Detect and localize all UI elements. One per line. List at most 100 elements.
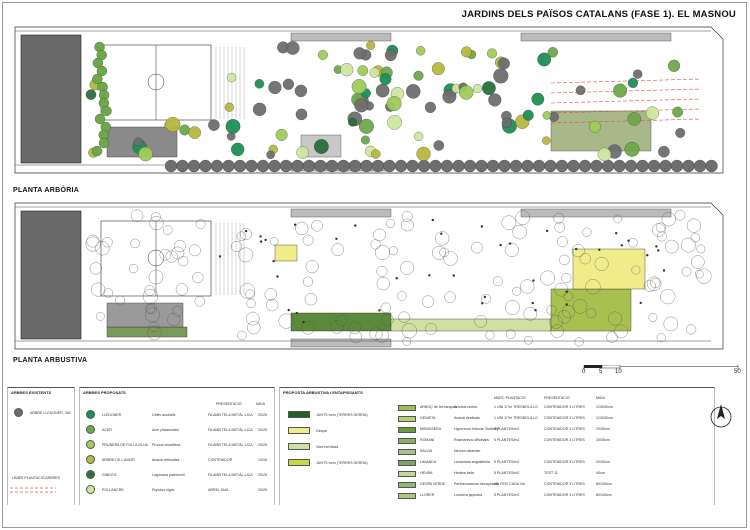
tree-canopy xyxy=(424,101,436,113)
tree-outline xyxy=(608,311,622,326)
path-band xyxy=(290,32,392,42)
tree-species-icon xyxy=(86,440,95,449)
shrub-spacing: 5 PLANTES/m2 xyxy=(494,438,520,442)
tree-outline xyxy=(130,238,140,249)
tree-canopy xyxy=(208,119,220,131)
existing-tree xyxy=(440,159,454,173)
tree-canopy xyxy=(295,108,308,121)
tree-outline xyxy=(432,245,447,260)
legend-zone-row: JUNTS form (TERRES GERRA) xyxy=(282,410,392,422)
tree-outline xyxy=(559,254,570,266)
tree-outline xyxy=(680,237,696,253)
site-boundary xyxy=(14,202,724,350)
legend-dashed-row: LÍNIES PLANTACIÓ ARBRES xyxy=(10,476,72,490)
tree-canopy xyxy=(413,70,424,81)
tree-outline xyxy=(381,313,394,327)
tree-canopy xyxy=(488,93,502,107)
tree-canopy xyxy=(366,40,376,50)
tree-outline xyxy=(149,216,164,231)
shrub-presentation: CONTENIDOR 3 LITRES xyxy=(544,460,585,464)
tree-outline xyxy=(540,270,556,286)
existing-tree xyxy=(486,159,500,173)
north-arrow-icon xyxy=(710,404,732,428)
plan-arboria xyxy=(11,23,741,183)
shrub-latin: Parthenocissus tricuspidata xyxy=(454,482,498,486)
shrub-point xyxy=(627,239,630,242)
shrub-presentation: CONTENIDOR 3 LITRES xyxy=(544,493,585,497)
existing-tree xyxy=(705,159,718,173)
tree-outline xyxy=(385,218,395,229)
existing-tree xyxy=(555,159,569,173)
tree-outline xyxy=(628,238,638,248)
shrub-point xyxy=(480,225,484,228)
tree-canopy xyxy=(442,89,457,104)
tree-outline xyxy=(247,320,261,335)
tree-canopy xyxy=(348,117,358,127)
tree-outline xyxy=(656,333,666,343)
tree-outline xyxy=(173,240,186,253)
tree-outline xyxy=(696,244,706,254)
tree-outline xyxy=(237,330,247,341)
zone-swatch-icon xyxy=(288,459,310,466)
plan-arbustiva xyxy=(11,199,741,359)
tree-canopy xyxy=(358,118,374,134)
shrub-point xyxy=(244,229,248,233)
court-circle xyxy=(147,73,165,91)
tree-outline xyxy=(238,247,254,263)
court-circle xyxy=(147,249,165,267)
existing-tree xyxy=(233,159,247,173)
shrub-band xyxy=(106,326,188,338)
tree-outline xyxy=(557,310,571,324)
tree-canopy xyxy=(542,136,551,145)
dashed-line-icon xyxy=(10,487,56,493)
tree-outline xyxy=(398,311,410,323)
plan-arbustiva-drawing xyxy=(14,202,724,350)
tree-species-icon xyxy=(86,485,95,494)
tree-outline xyxy=(421,295,435,308)
planting-line xyxy=(550,98,702,104)
tree-outline xyxy=(95,241,110,256)
shrub-name: SALVIA xyxy=(420,449,433,453)
species-presentation: FA AMB TELA METÀL·LICA xyxy=(208,413,253,417)
shrub-point xyxy=(295,311,298,315)
tree-outline xyxy=(574,337,584,347)
shrub-swatch-icon xyxy=(398,427,416,433)
tree-outline xyxy=(295,221,309,235)
tree-canopy xyxy=(357,65,369,76)
shrub-spacing: 1 UNI 1/7m TRESBOLILLO xyxy=(494,405,538,409)
shrub-swatch-icon xyxy=(398,416,416,422)
zone-label: Gespa xyxy=(316,429,327,433)
tree-canopy xyxy=(387,114,402,130)
legend-shrubs-col-pres: PRESENTACIÓ xyxy=(544,396,570,400)
tree-outline xyxy=(425,323,437,335)
planting-line xyxy=(550,78,702,84)
tree-outline xyxy=(504,242,519,257)
tree-canopy xyxy=(94,113,106,125)
tree-canopy xyxy=(627,112,642,126)
shrub-point xyxy=(428,274,431,277)
tree-canopy xyxy=(91,145,103,157)
tree-canopy xyxy=(360,135,370,145)
planting-line xyxy=(550,108,702,114)
tree-outline xyxy=(571,244,585,258)
tree-outline xyxy=(239,283,256,299)
tree-canopy xyxy=(461,46,472,58)
existing-tree xyxy=(314,159,327,173)
tree-canopy xyxy=(415,46,426,56)
tree-outline xyxy=(481,293,491,304)
shrub-area xyxy=(550,288,632,332)
tree-outline xyxy=(563,291,574,302)
tree-outline xyxy=(686,218,701,233)
shrub-point xyxy=(302,320,305,324)
tree-canopy xyxy=(405,84,421,99)
tree-outline xyxy=(348,321,362,335)
tree-outline xyxy=(656,231,667,242)
zone-label: Vora herbàcia xyxy=(316,445,339,449)
tree-canopy xyxy=(658,145,670,158)
